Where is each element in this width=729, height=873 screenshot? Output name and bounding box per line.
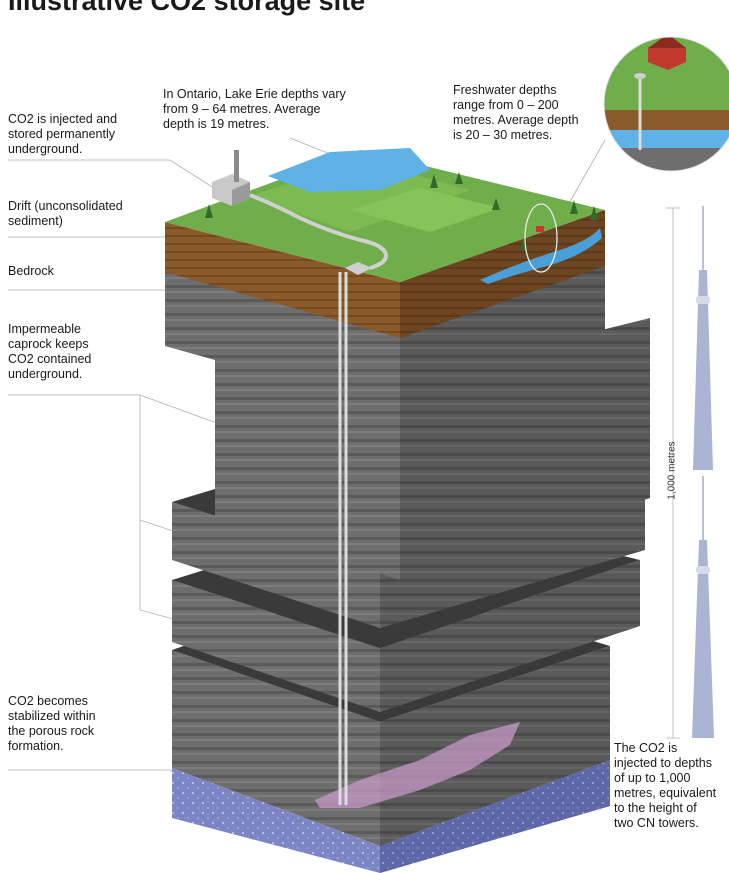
label-bedrock: Bedrock: [8, 264, 54, 278]
farm-highlight: [524, 203, 558, 273]
page-title: Illustrative CO2 storage site: [8, 0, 366, 16]
river: [480, 228, 602, 284]
injection-well: [338, 272, 348, 805]
porous-reservoir-layer: [172, 760, 610, 873]
lake-erie: [268, 148, 430, 192]
co2-plume: [315, 722, 520, 808]
wellhead: [345, 262, 372, 275]
depth-scale-label: 1,000 metres: [666, 441, 678, 500]
surface-land: [165, 148, 605, 284]
label-caprock: Impermeable caprock keeps CO2 contained …: [8, 322, 92, 381]
surface-pipeline: [249, 193, 388, 270]
cn-tower-upper: [693, 206, 713, 470]
label-freshwater: Freshwater depths range from 0 – 200 met…: [453, 83, 579, 142]
label-co2-injected: CO2 is injected and stored permanently u…: [8, 112, 118, 156]
label-cn-tower-depth: The CO2 is injected to depths of up to 1…: [614, 741, 717, 830]
freshwater-zoom-inset: [603, 36, 729, 172]
depth-scale-bar: [666, 207, 680, 739]
label-co2-stabilized: CO2 becomes stabilized within the porous…: [8, 694, 96, 753]
cn-tower-lower: [692, 476, 714, 738]
co2-capture-facility: [212, 150, 250, 206]
label-drift: Drift (unconsolidated sediment): [8, 199, 123, 228]
label-lake-erie: In Ontario, Lake Erie depths vary from 9…: [163, 87, 346, 131]
